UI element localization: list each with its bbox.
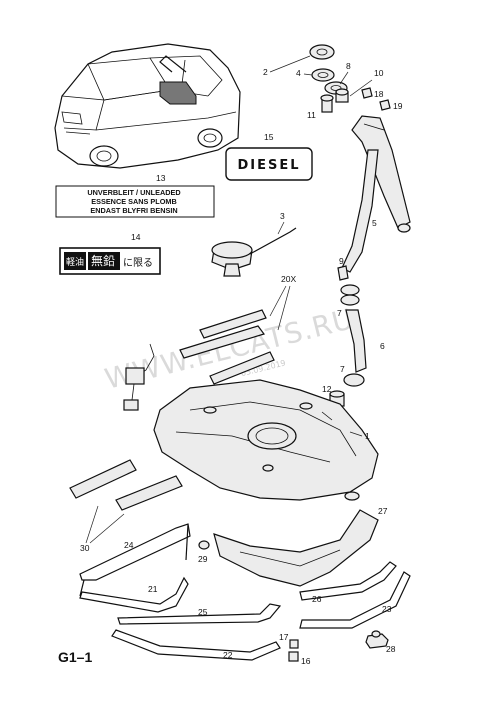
- fuel-tank-1: [153, 379, 379, 501]
- filler-cap-seal-2: [309, 44, 335, 60]
- strap-22: [111, 629, 281, 661]
- diagram-code: G1–1: [58, 649, 92, 665]
- callout-23: 23: [382, 604, 392, 614]
- callout-18: 18: [374, 89, 384, 99]
- unleaded-label-line-1: UNVERBLEIT / UNLEADED: [87, 188, 180, 197]
- grommet-29: [198, 540, 210, 550]
- filler-neck-5: [341, 115, 411, 273]
- callout-16: 16: [301, 656, 311, 666]
- strap-21: [79, 576, 189, 613]
- fuel-level-sender: [123, 343, 155, 411]
- filler-gasket-4: [311, 68, 335, 82]
- japanese-label-right: に限る: [123, 257, 153, 269]
- callout-7-bottom: 7: [340, 364, 345, 374]
- callout-24: 24: [124, 540, 134, 550]
- unleaded-label-line-3: ENDAST BLYFRI BENSIN: [90, 206, 177, 215]
- callout-10: 10: [374, 68, 384, 78]
- callout-28: 28: [386, 644, 396, 654]
- callout-22: 22: [223, 650, 233, 660]
- callout-11: 11: [307, 110, 316, 120]
- strap-24: [79, 523, 191, 581]
- callout-20x: 20X: [281, 274, 296, 284]
- nut-16: [288, 651, 299, 662]
- callout-13: 13: [156, 173, 166, 183]
- callout-21: 21: [148, 584, 158, 594]
- screw-18: [361, 87, 373, 99]
- hose-6: [345, 309, 367, 373]
- callout-19: 19: [393, 101, 403, 111]
- bracket-28: [365, 630, 389, 649]
- heat-shield-20x: [179, 309, 275, 385]
- clamp-9: [337, 265, 349, 281]
- diesel-label-text: DIESEL: [237, 158, 300, 173]
- callout-9: 9: [339, 256, 344, 266]
- callout-27: 27: [378, 506, 388, 516]
- callout-8: 8: [346, 61, 351, 71]
- callout-14: 14: [131, 232, 141, 242]
- callout-7-top: 7: [337, 308, 342, 318]
- bolt-11: [320, 94, 334, 113]
- unleaded-label-plate: UNVERBLEIT / UNLEADED ESSENCE SANS PLOMB…: [55, 185, 215, 218]
- pads-30: [69, 459, 183, 511]
- strap-23: [299, 571, 411, 629]
- unleaded-label-line-2: ESSENCE SANS PLOMB: [91, 197, 177, 206]
- callout-17: 17: [279, 632, 289, 642]
- hose-connector: [340, 284, 360, 306]
- callout-12: 12: [322, 384, 332, 394]
- japanese-label-plate: 軽油 無鉛 に限る: [59, 247, 161, 275]
- callout-26: 26: [312, 594, 322, 604]
- filler-valve-10: [335, 88, 349, 103]
- japanese-label-left: 軽油: [66, 256, 84, 268]
- clamp-7-lower: [343, 373, 365, 387]
- callout-3: 3: [280, 211, 285, 221]
- strap-25: [117, 603, 282, 625]
- fuel-cap-3: [211, 227, 297, 277]
- callout-4: 4: [296, 68, 301, 78]
- callout-29: 29: [198, 554, 208, 564]
- callout-30: 30: [80, 543, 90, 553]
- diesel-label-plate: DIESEL: [225, 147, 313, 181]
- japanese-label-middle: 無鉛: [91, 253, 115, 268]
- callout-1: 1: [365, 431, 370, 441]
- car-illustration: [54, 43, 241, 169]
- callout-2: 2: [263, 67, 268, 77]
- callout-6: 6: [380, 341, 385, 351]
- bolt-17: [289, 639, 299, 649]
- clip-19: [379, 99, 391, 111]
- callout-5: 5: [372, 218, 377, 228]
- strap-26: [299, 561, 397, 601]
- callout-15: 15: [264, 132, 274, 142]
- heat-shield-27: [213, 491, 379, 587]
- callout-25: 25: [198, 607, 208, 617]
